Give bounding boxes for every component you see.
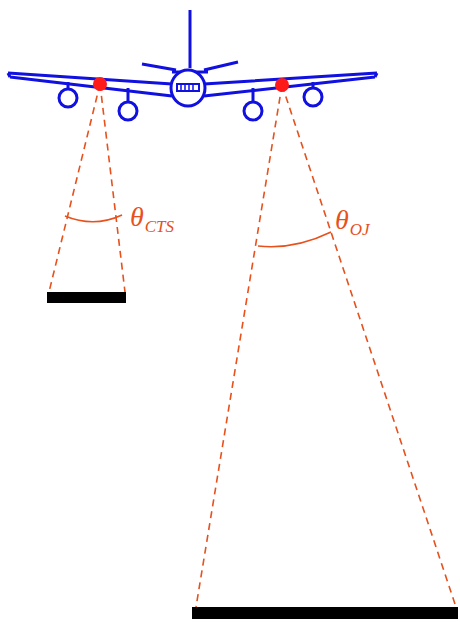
target-bar [47, 292, 126, 303]
antenna-dot [93, 77, 107, 91]
angle-symbol: θ [335, 206, 349, 234]
angle-subscript: OJ [350, 221, 370, 238]
angle-symbol: θ [130, 203, 144, 231]
airplane [8, 10, 377, 120]
angle-arcs [65, 215, 331, 247]
beam-lines [49, 84, 456, 607]
antenna-dot [275, 78, 289, 92]
angle-subscript: CTS [145, 218, 174, 235]
target-bar [192, 607, 458, 619]
